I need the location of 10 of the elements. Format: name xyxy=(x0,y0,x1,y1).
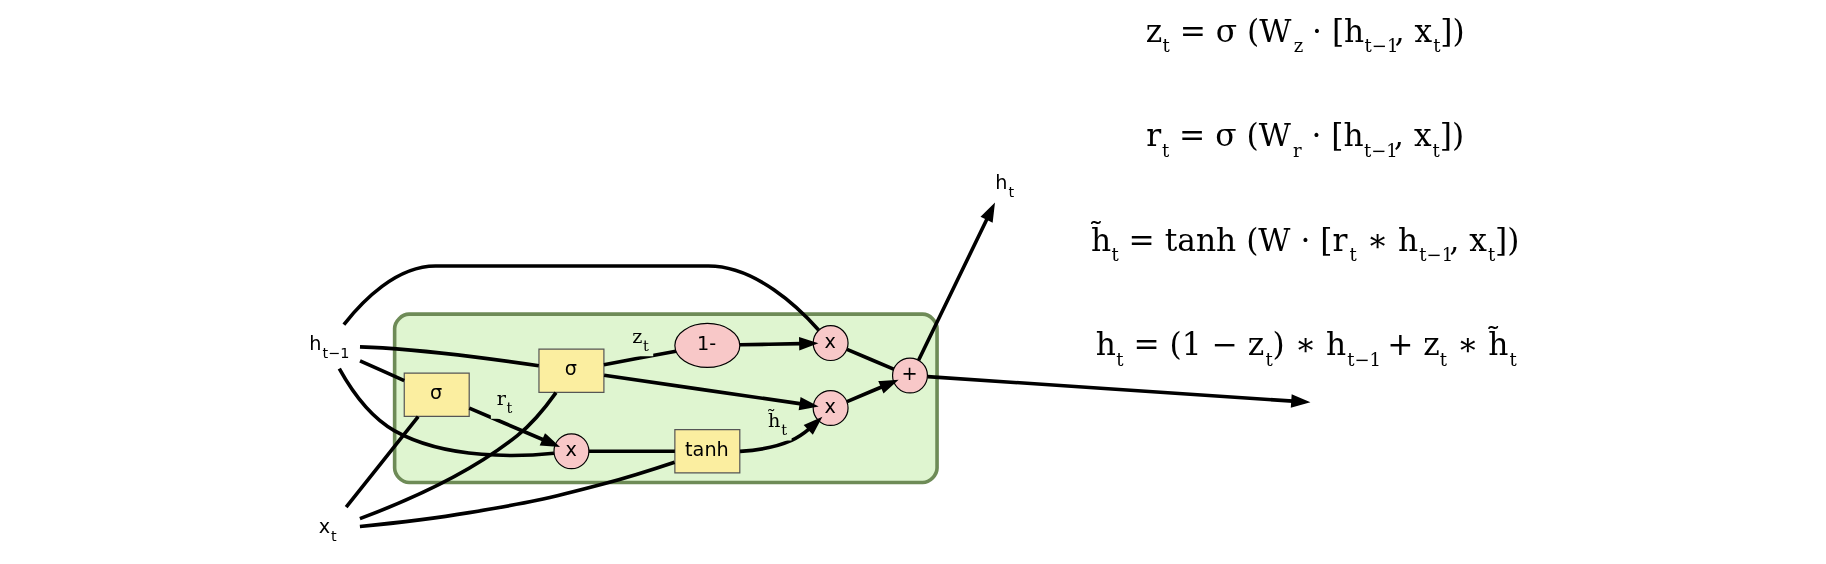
node-text: h$_{t}$ xyxy=(995,170,1015,200)
node-text: x$_{t}$ xyxy=(318,514,337,544)
label: z$_{t}$ = σ (W$_{z}$ · [h$_{t−1}$, x$_{t}$]) xyxy=(1145,12,1465,57)
node-text: h$_{t−1}$ xyxy=(309,332,350,362)
edge-label: r$_{t}$ xyxy=(496,387,513,417)
label: h$_{t}$ = (1 − z$_{t}$) ∗ h$_{t−1}$ + z$_{t}$ ∗ h̃$_{t}$ xyxy=(1095,326,1517,370)
edge-label: h̃$_{t}$ xyxy=(768,408,788,438)
label: h̃$_{t}$ = tanh (W · [r$_{t}$ ∗ h$_{t−1}$, x$_{t}$]) xyxy=(1091,221,1520,266)
label: r$_{t}$ = σ (W$_{r}$ · [h$_{t−1}$, x$_{t}$]) xyxy=(1146,117,1465,161)
edge-label: z$_{t}$ xyxy=(632,324,649,354)
